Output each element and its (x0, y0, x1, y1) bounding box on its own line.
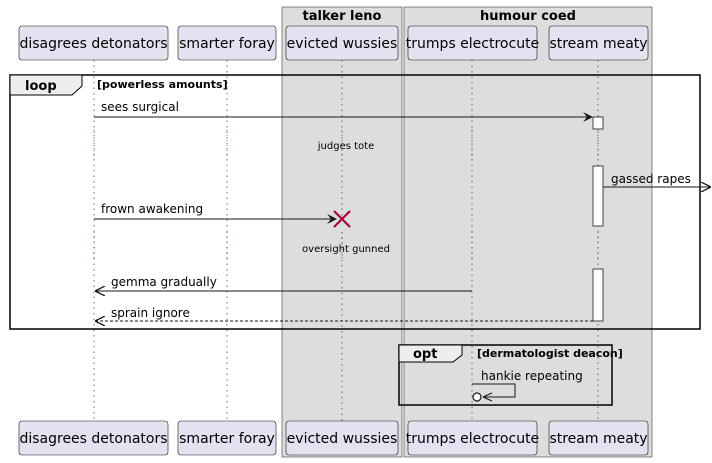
participant-disagrees-detonators[interactable]: disagrees detonators (18, 420, 169, 456)
participant-label: smarter foray (179, 431, 275, 447)
message-label: sprain ignore (111, 306, 190, 320)
participant-label: stream meaty (549, 431, 647, 447)
participant-label: disagrees detonators (19, 36, 167, 52)
message-label: gassed rapes (611, 172, 691, 186)
loop-guard: [powerless amounts] (97, 78, 228, 91)
box-humour-coed: humour coed (403, 6, 653, 458)
activation-bar (592, 165, 604, 227)
participant-trumps-electrocute[interactable]: trumps electrocute (406, 420, 539, 456)
participant-label: stream meaty (549, 36, 647, 52)
participant-label: disagrees detonators (19, 431, 167, 447)
participant-stream-meaty[interactable]: stream meaty (548, 25, 649, 61)
participant-label: trumps electrocute (406, 431, 539, 447)
participant-smarter-foray[interactable]: smarter foray (177, 420, 277, 456)
participant-disagrees-detonators[interactable]: disagrees detonators (18, 25, 169, 61)
participant-stream-meaty[interactable]: stream meaty (548, 420, 649, 456)
activation-bars (592, 116, 604, 322)
participant-label: evicted wussies (287, 431, 398, 447)
loop-tag: loop (25, 79, 57, 94)
message-sprain-ignore: sprain ignore (96, 306, 593, 321)
opt-frame: opt [dermatologist deacon] (398, 344, 623, 406)
message-gassed-rapes: gassed rapes (603, 172, 710, 187)
delay-dots (93, 130, 599, 262)
message-frown-awakening: frown awakening (94, 202, 337, 224)
participant-trumps-electrocute[interactable]: trumps electrocute (406, 25, 539, 61)
loop-frame: loop [powerless amounts] (9, 74, 701, 330)
box-title: talker leno (303, 9, 382, 24)
message-gemma-gradually: gemma gradually (96, 275, 472, 291)
destroy-icon (333, 210, 351, 228)
participant-label: evicted wussies (287, 36, 398, 52)
participant-evicted-wussies[interactable]: evicted wussies (285, 25, 399, 61)
activation-bar (592, 116, 604, 130)
lifelines (93, 60, 599, 423)
message-label: hankie repeating (481, 369, 583, 383)
box-title: humour coed (480, 9, 576, 24)
message-sees-surgical: sees surgical (94, 100, 593, 122)
opt-tag: opt (413, 347, 437, 362)
activation-bar (592, 268, 604, 322)
message-label: sees surgical (101, 100, 179, 114)
delay-label: oversight gunned (302, 244, 390, 255)
message-hankie-repeating: hankie repeating (472, 369, 583, 402)
participant-label: smarter foray (179, 36, 275, 52)
participants-bottom: disagrees detonators smarter foray evict… (18, 420, 649, 456)
lost-message-icon (472, 392, 482, 402)
message-label: gemma gradually (111, 275, 217, 289)
opt-guard: [dermatologist deacon] (477, 347, 623, 360)
message-label: frown awakening (101, 202, 203, 216)
participant-evicted-wussies[interactable]: evicted wussies (285, 420, 399, 456)
participant-smarter-foray[interactable]: smarter foray (177, 25, 277, 61)
participant-label: trumps electrocute (406, 36, 539, 52)
participants-top: disagrees detonators smarter foray evict… (18, 25, 649, 61)
delay-label: judges tote (317, 141, 374, 152)
